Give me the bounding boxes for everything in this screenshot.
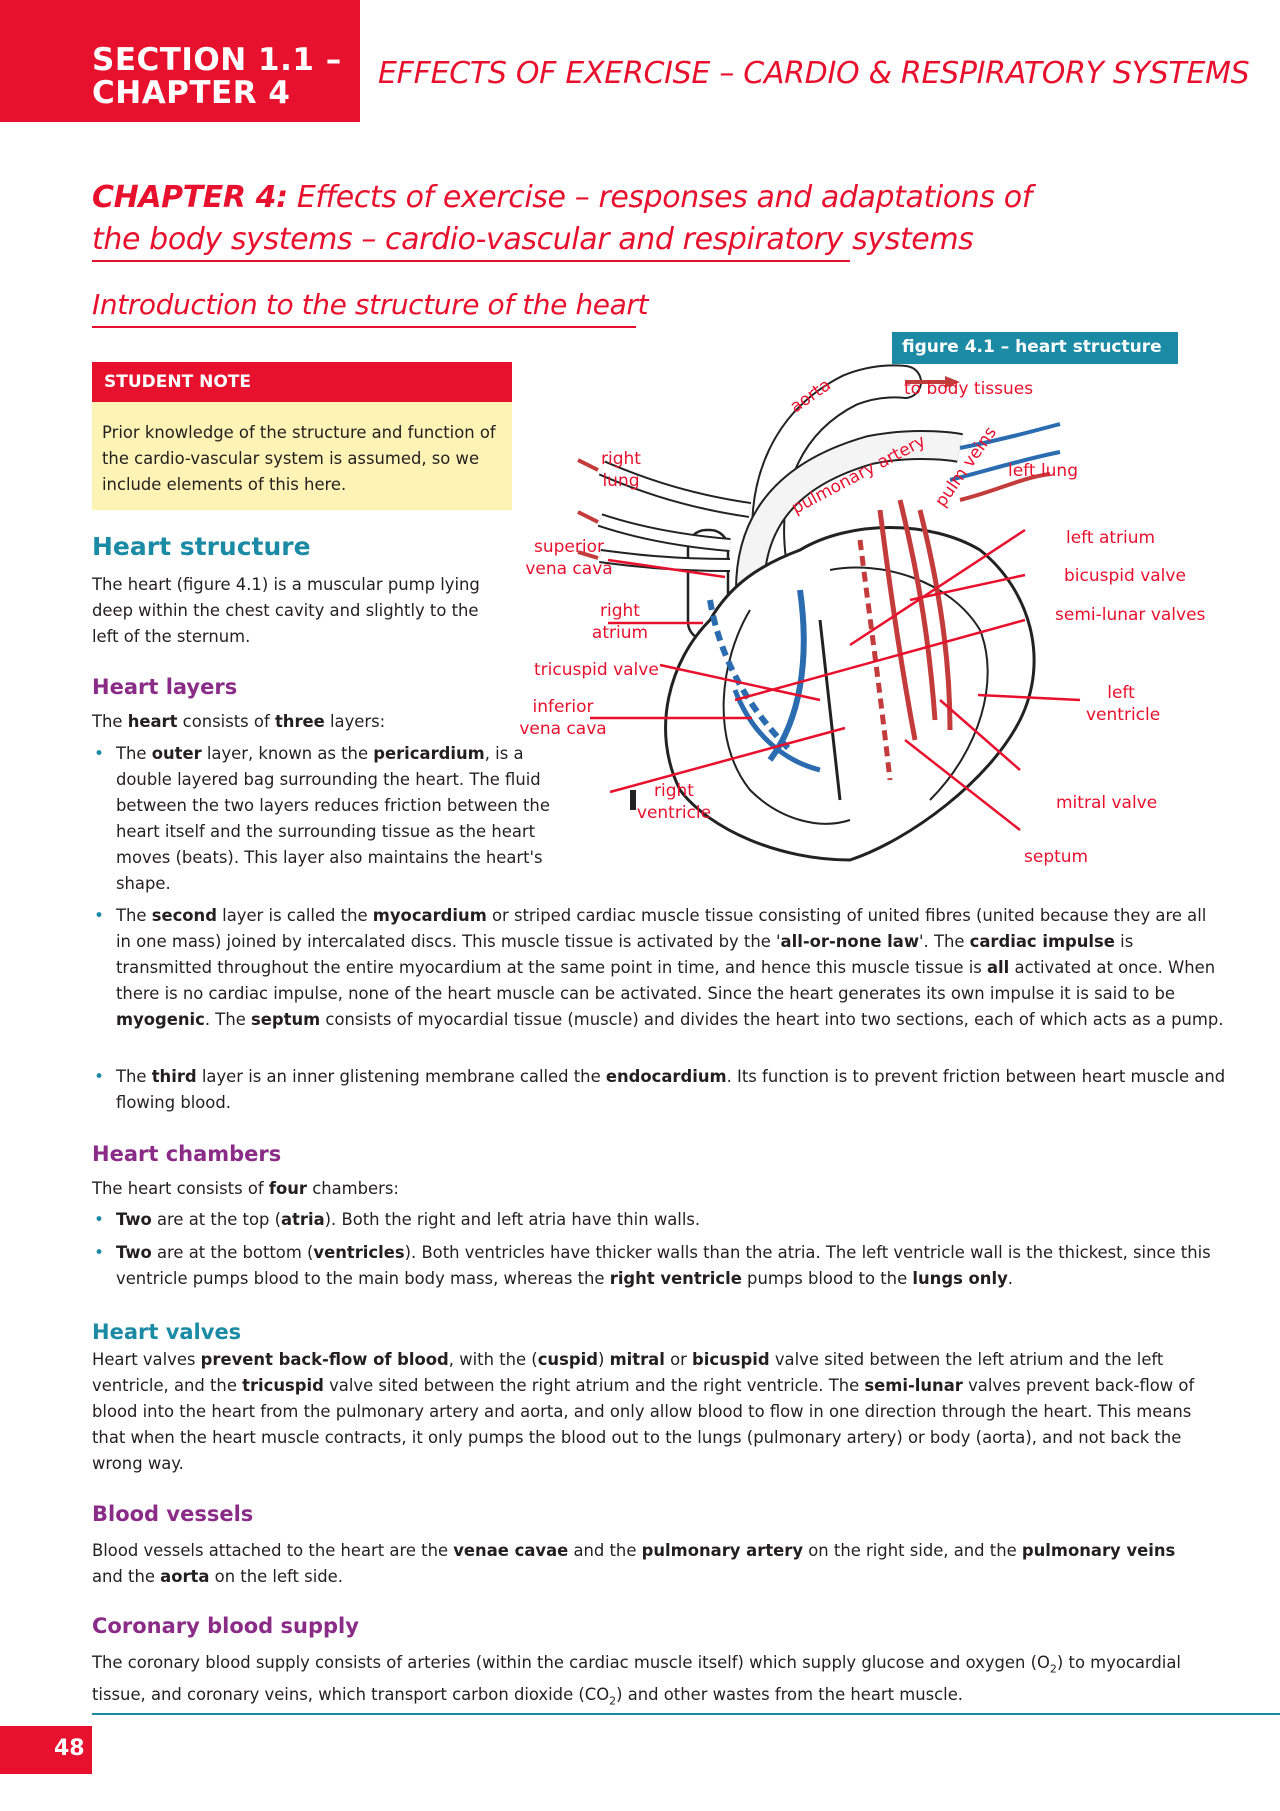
blood-vessels-heading: Blood vessels	[92, 1502, 254, 1526]
bullet-dot: •	[94, 744, 105, 764]
label-bicuspid-valve: bicuspid valve	[1064, 566, 1186, 586]
label-superior-vena-cava: superior vena cava	[525, 537, 613, 579]
leader-lines	[590, 528, 1081, 831]
section-line-2: CHAPTER 4	[92, 75, 291, 111]
heart-diagram	[577, 364, 1081, 862]
bullet-dot: •	[94, 906, 105, 926]
label-left-lung: left lung	[1008, 461, 1079, 481]
chapter-title-underline	[92, 260, 850, 262]
label-septum: septum	[1024, 847, 1089, 867]
left-chamber-wall	[829, 566, 989, 801]
heart-chambers-heading: Heart chambers	[92, 1142, 282, 1166]
blood-vessels-text: Blood vessels attached to the heart are …	[92, 1541, 1176, 1586]
chapter-title-text-1: Effects of exercise – responses and adap…	[296, 180, 1032, 215]
intro-heading: Introduction to the structure of the hea…	[92, 288, 649, 321]
section-line-1: SECTION 1.1 –	[92, 42, 342, 78]
student-note-text: Prior knowledge of the structure and fun…	[102, 423, 496, 494]
aorta-arrowhead	[945, 376, 960, 388]
label-left-ventricle: left ventricle	[1086, 683, 1161, 725]
right-lung-vessels	[577, 458, 752, 572]
layer-bullet-3: •The third layer is an inner glistening …	[92, 1064, 1226, 1116]
chapter-title-line-1: CHAPTER 4: Effects of exercise – respons…	[92, 180, 1032, 215]
coronary-heading: Coronary blood supply	[92, 1614, 359, 1638]
label-right-lung: right lung	[601, 449, 641, 491]
right-chamber-wall	[722, 609, 851, 825]
septum-wall	[818, 619, 842, 801]
red-flow-arrow	[857, 539, 893, 781]
red-flow-arrow	[897, 499, 938, 721]
red-flow-arrow	[877, 509, 918, 741]
left-lung-vessels	[949, 422, 1061, 502]
heart-valves-text: Heart valves prevent back-flow of blood,…	[92, 1350, 1195, 1473]
label-right-atrium: right atrium	[591, 601, 649, 643]
student-note-header	[92, 362, 512, 402]
label-semi-lunar-valves: semi-lunar valves	[1055, 605, 1206, 625]
running-title: EFFECTS OF EXERCISE – CARDIO & RESPIRATO…	[378, 56, 1250, 91]
label-left-atrium: left atrium	[1066, 528, 1156, 548]
page-number-box	[0, 1726, 92, 1774]
page-number: 48	[54, 1736, 85, 1761]
label-mitral-valve: mitral valve	[1056, 793, 1158, 813]
chamber-bullet-1: •Two are at the top (atria). Both the ri…	[92, 1207, 1226, 1233]
label-tricuspid-valve: tricuspid valve	[534, 660, 659, 680]
heart-layers-intro: The heart consists of three layers:	[92, 712, 386, 731]
footer-rule	[92, 1713, 1280, 1715]
chapter-title-line-2: the body systems – cardio-vascular and r…	[92, 222, 974, 257]
layer-bullet-2: •The second layer is called the myocardi…	[92, 903, 1226, 1033]
chapter-label: CHAPTER 4:	[92, 180, 288, 215]
blue-flow-arrow	[732, 689, 821, 773]
figure-caption: figure 4.1 – heart structure	[902, 337, 1162, 357]
label-inferior-vena-cava: inferior vena cava	[519, 697, 607, 739]
heart-chambers-intro: The heart consists of four chambers:	[92, 1179, 399, 1198]
student-note-title: STUDENT NOTE	[104, 372, 251, 392]
label-to-body: to body tissues	[904, 379, 1034, 399]
intro-heading-underline	[92, 326, 636, 328]
figure-caption-box	[892, 332, 1178, 364]
heart-valves-heading: Heart valves	[92, 1320, 242, 1344]
chamber-bullet-2: •Two are at the bottom (ventricles). Bot…	[92, 1240, 1226, 1292]
bullet-dot: •	[94, 1243, 105, 1263]
student-note-box	[92, 402, 512, 510]
bullet-dot: •	[94, 1210, 105, 1230]
coronary-text: The coronary blood supply consists of ar…	[92, 1653, 1181, 1708]
heart-structure-heading: Heart structure	[92, 532, 311, 561]
section-banner	[0, 0, 360, 122]
layer-bullet-1: •The outer layer, known as the pericardi…	[92, 741, 556, 897]
ventricle-marker	[630, 790, 636, 810]
label-right-ventricle: right ventricle	[636, 781, 712, 823]
bullet-dot: •	[94, 1067, 105, 1087]
red-flow-arrow	[917, 509, 953, 731]
section-label: SECTION 1.1 – CHAPTER 4	[92, 44, 342, 110]
heart-layers-heading: Heart layers	[92, 675, 238, 699]
heart-structure-text: The heart (figure 4.1) is a muscular pum…	[92, 575, 480, 646]
